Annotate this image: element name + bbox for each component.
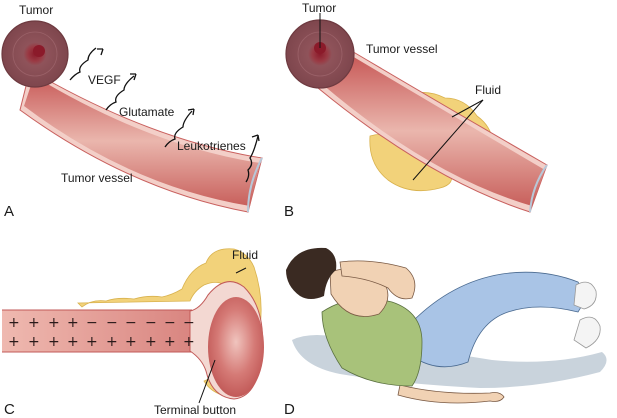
charge-sign: −	[164, 315, 176, 331]
charge-sign: −	[106, 315, 118, 331]
panel-label-b: B	[284, 203, 294, 220]
fluid-label-b: Fluid	[475, 83, 501, 97]
charge-sign: +	[8, 315, 20, 331]
sneaker	[573, 281, 597, 310]
arrow-glutamate	[105, 75, 135, 111]
tumor-b	[285, 13, 355, 89]
charge-row-top: + + + + − − − − − −	[8, 315, 195, 331]
vegf-label: VEGF	[88, 73, 121, 87]
charge-sign: +	[48, 334, 60, 350]
tumor-a	[1, 20, 69, 88]
charge-sign: −	[183, 315, 195, 331]
charge-sign: +	[183, 334, 195, 350]
terminal-button-label: Terminal button	[154, 403, 236, 417]
charge-sign: −	[86, 315, 98, 331]
charge-sign: +	[125, 334, 137, 350]
charge-sign: +	[67, 334, 79, 350]
charge-sign: −	[145, 315, 157, 331]
arrowhead-icon	[187, 108, 195, 116]
terminal-button	[189, 281, 264, 400]
arm-to-head	[339, 260, 416, 300]
person-lying	[286, 247, 601, 404]
arrowhead-icon	[251, 134, 260, 142]
panel-a: Tumor VEGF Glutamate Leukotrienes Tumor …	[1, 3, 263, 220]
fluid-leader-lines	[412, 99, 484, 181]
panel-c: + + + + − − − − − − + + + + + + + + + + …	[2, 248, 264, 418]
vessel-label-a: Tumor vessel	[61, 171, 133, 185]
fluid-label-c: Fluid	[232, 248, 258, 262]
charge-sign: +	[28, 334, 40, 350]
axon	[2, 309, 192, 353]
charge-sign: +	[67, 315, 79, 331]
jeans	[411, 271, 584, 368]
tumor-label-b: Tumor	[302, 1, 336, 15]
charge-sign: +	[48, 315, 60, 331]
charge-sign: +	[164, 334, 176, 350]
hair	[286, 247, 337, 299]
arrow-vegf	[69, 47, 97, 81]
charge-sign: +	[28, 315, 40, 331]
arrow-leukotrienes	[164, 110, 193, 148]
charge-sign: −	[125, 315, 137, 331]
arrowhead-icon	[97, 48, 104, 56]
vessel-label-b: Tumor vessel	[366, 42, 438, 56]
tumor-label-a: Tumor	[19, 3, 53, 17]
sneaker	[573, 316, 601, 349]
arrowhead-icon	[130, 73, 137, 81]
panel-label-d: D	[284, 401, 295, 418]
charge-row-bottom: + + + + + + + + + +	[8, 334, 195, 350]
charge-sign: +	[8, 334, 20, 350]
charge-sign: +	[106, 334, 118, 350]
charge-sign: +	[86, 334, 98, 350]
panel-label-a: A	[4, 203, 14, 220]
charge-sign: +	[145, 334, 157, 350]
panel-label-c: C	[4, 401, 15, 418]
arrow-end	[245, 135, 259, 183]
tumor-vessel-a	[19, 69, 263, 213]
tumor-vessel-b	[317, 49, 548, 213]
panel-b: Tumor Tumor vessel Fluid B	[284, 1, 548, 220]
panel-d: D	[284, 247, 607, 418]
leader-lines-c	[198, 267, 247, 404]
arm-on-floor	[397, 384, 505, 404]
leukotrienes-label: Leukotrienes	[177, 139, 246, 153]
glutamate-label: Glutamate	[119, 105, 175, 119]
mediator-arrows	[69, 47, 260, 183]
